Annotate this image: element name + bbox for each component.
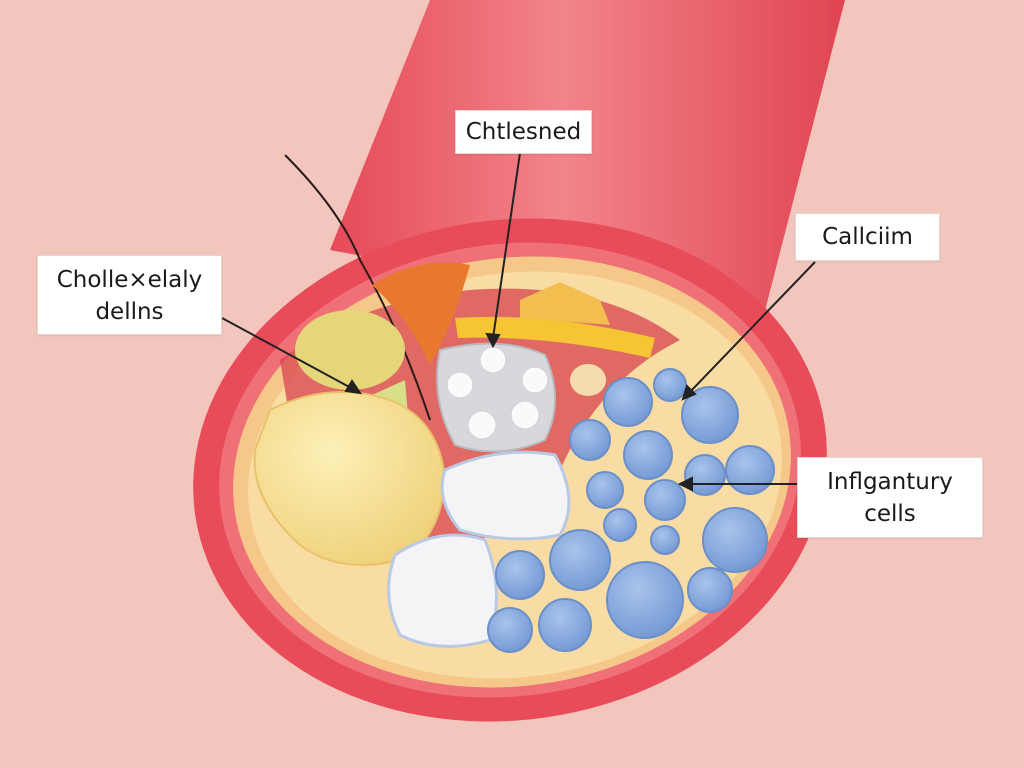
- cholesterol-mass: [253, 391, 447, 566]
- label-line-1: Cholle×elaly: [56, 267, 203, 293]
- label-inflammatory-cells: Inflgantury cells: [797, 457, 983, 538]
- foam-cell-mass: [440, 450, 571, 541]
- probe-line: [284, 154, 431, 421]
- yellow-band: [455, 316, 655, 358]
- label-cholesterol-cells: Cholle×elaly dellns: [37, 255, 222, 335]
- label-line-2: dellns: [95, 299, 164, 325]
- small-cream-blob: [570, 364, 606, 396]
- label-chtlesned: Chtlesned: [455, 110, 592, 154]
- foam-cell-mass-2: [387, 533, 498, 648]
- orange-plaque: [372, 262, 470, 365]
- yellow-spikes: [520, 282, 610, 325]
- lipid-blob: [295, 310, 405, 390]
- label-line-2: cells: [864, 501, 916, 527]
- label-line-1: Inflgantury: [827, 469, 953, 495]
- leader-lines: [221, 152, 816, 492]
- label-callciim: Callciim: [795, 213, 940, 261]
